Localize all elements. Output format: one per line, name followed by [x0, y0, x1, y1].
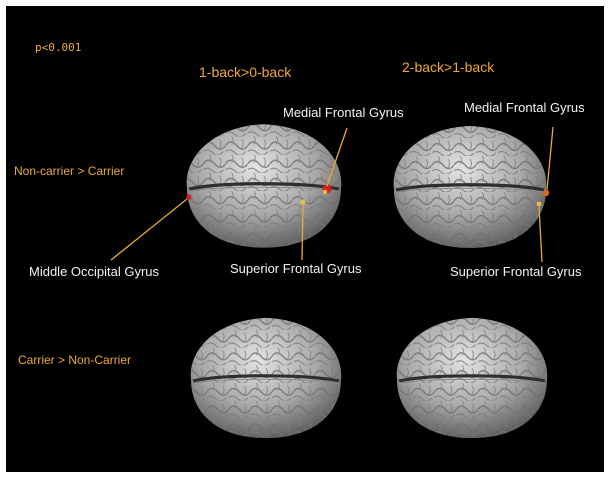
- activation-spot-medial-frontal-left-core: [323, 190, 327, 194]
- annotation-middle-occipital-left: Middle Occipital Gyrus: [29, 265, 159, 278]
- activation-spot-middle-occipital-left: [186, 194, 191, 199]
- annotation-superior-frontal-right: Superior Frontal Gyrus: [450, 265, 582, 278]
- leader-line-superior-frontal-right: [539, 207, 542, 262]
- leader-line-medial-frontal-right: [547, 127, 553, 190]
- figure-panel: p<0.001 1-back>0-back 2-back>1-back Non-…: [6, 6, 604, 472]
- annotation-medial-frontal-right: Medial Frontal Gyrus: [464, 101, 585, 114]
- brain-top-right: [394, 126, 547, 248]
- column-header-left: 1-back>0-back: [199, 65, 291, 79]
- column-header-right: 2-back>1-back: [402, 60, 494, 74]
- activation-spot-superior-frontal-right: [537, 202, 542, 207]
- activation-spot-medial-frontal-right: [543, 190, 549, 196]
- brain-figure: [6, 6, 604, 472]
- row-label-top: Non-carrier > Carrier: [14, 165, 124, 177]
- brain-bottom-left: [191, 318, 341, 438]
- threshold-label: p<0.001: [35, 42, 81, 53]
- annotation-superior-frontal-left: Superior Frontal Gyrus: [230, 262, 362, 275]
- row-label-bottom: Carrier > Non-Carrier: [18, 354, 131, 366]
- leader-line-middle-occipital-left: [111, 199, 187, 260]
- brain-bottom-right: [397, 318, 547, 438]
- activation-spot-superior-frontal-left: [301, 200, 306, 205]
- brain-top-left: [187, 124, 342, 247]
- annotation-medial-frontal-left: Medial Frontal Gyrus: [283, 106, 404, 119]
